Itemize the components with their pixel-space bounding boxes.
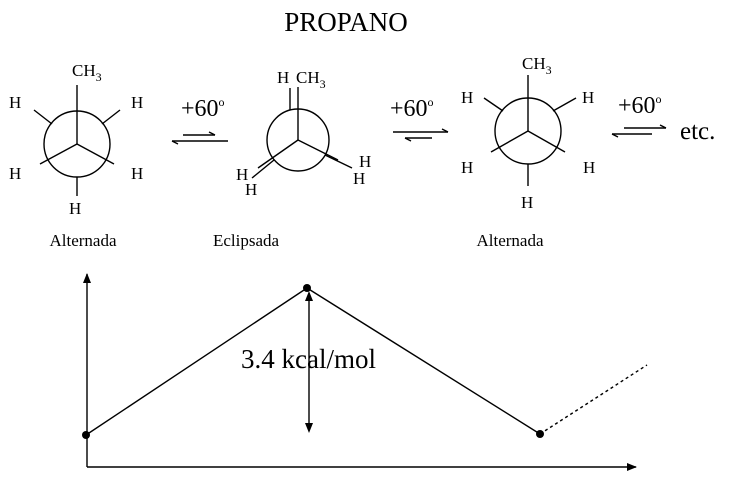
back-bond-lower-right — [324, 154, 353, 169]
back-bond-upper-left — [483, 97, 504, 112]
hydrogen-label: H — [582, 88, 594, 107]
hydrogen-label: H — [461, 158, 473, 177]
rotation-step-2: +60o — [390, 95, 449, 142]
front-bond-lower-left — [257, 139, 299, 169]
hydrogen-label: H — [353, 169, 365, 188]
methyl-group: CH3 — [522, 54, 552, 77]
hydrogen-label: H — [461, 88, 473, 107]
hydrogen-label: H — [245, 180, 257, 199]
reverse-arrow-head — [171, 140, 179, 145]
energy-point-eclipsed — [303, 284, 311, 292]
back-bond-upper-right — [552, 97, 577, 112]
methyl-group: CH3 — [72, 61, 102, 84]
newman-projection-staggered-2: CH3 H H H H H — [461, 54, 595, 212]
forward-arrow-head — [208, 131, 216, 136]
front-bond-lower-right — [527, 130, 566, 153]
front-bond-lower-right — [76, 143, 115, 165]
rotation-angle-label: +60o — [390, 95, 434, 122]
energy-profile: 3.4 kcal/mol — [82, 273, 648, 471]
hydrogen-label: H — [236, 165, 248, 184]
rotation-angle-label: +60o — [181, 95, 225, 122]
continuation-label: etc. — [680, 118, 715, 145]
front-bond-lower-left — [39, 143, 78, 165]
reverse-arrow-head — [404, 137, 412, 142]
caption-eclipsed: Eclipsada — [213, 231, 280, 250]
energy-curve-continuation — [539, 364, 648, 435]
newman-projection-staggered-1: CH3 H H H H H — [9, 61, 143, 218]
hydrogen-label: H — [69, 199, 81, 218]
hydrogen-label: H — [521, 193, 533, 212]
energy-point-staggered-1 — [82, 431, 90, 439]
hydrogen-label: H — [131, 164, 143, 183]
reverse-arrow-head — [611, 133, 619, 138]
newman-projection-eclipsed: H CH3 H H H H — [236, 68, 371, 199]
caption-staggered-2: Alternada — [476, 231, 543, 250]
hydrogen-label: H — [9, 93, 21, 112]
rotation-step-1: +60o — [171, 95, 228, 145]
hydrogen-label: H — [9, 164, 21, 183]
energy-barrier-label: 3.4 kcal/mol — [241, 344, 376, 374]
back-bond-upper-right — [101, 109, 121, 125]
hydrogen-label: H — [277, 68, 289, 87]
back-bond-upper-left — [33, 109, 53, 125]
methyl-group: CH3 — [296, 68, 326, 91]
barrier-arrow-head-down — [305, 423, 313, 433]
hydrogen-label: H — [359, 152, 371, 171]
barrier-arrow-head-up — [305, 291, 313, 301]
hydrogen-label: H — [583, 158, 595, 177]
rotation-angle-label: +60o — [618, 92, 662, 119]
caption-staggered-1: Alternada — [49, 231, 116, 250]
front-bond-lower-right — [297, 139, 339, 161]
hydrogen-label: H — [131, 93, 143, 112]
front-bond-lower-left — [490, 130, 529, 153]
page-title: PROPANO — [284, 7, 408, 37]
forward-arrow-head — [441, 128, 449, 133]
back-bond-lower-left — [251, 159, 275, 179]
rotation-step-3: +60o etc. — [611, 92, 715, 145]
forward-arrow-head — [659, 124, 667, 129]
energy-point-staggered-2 — [536, 430, 544, 438]
